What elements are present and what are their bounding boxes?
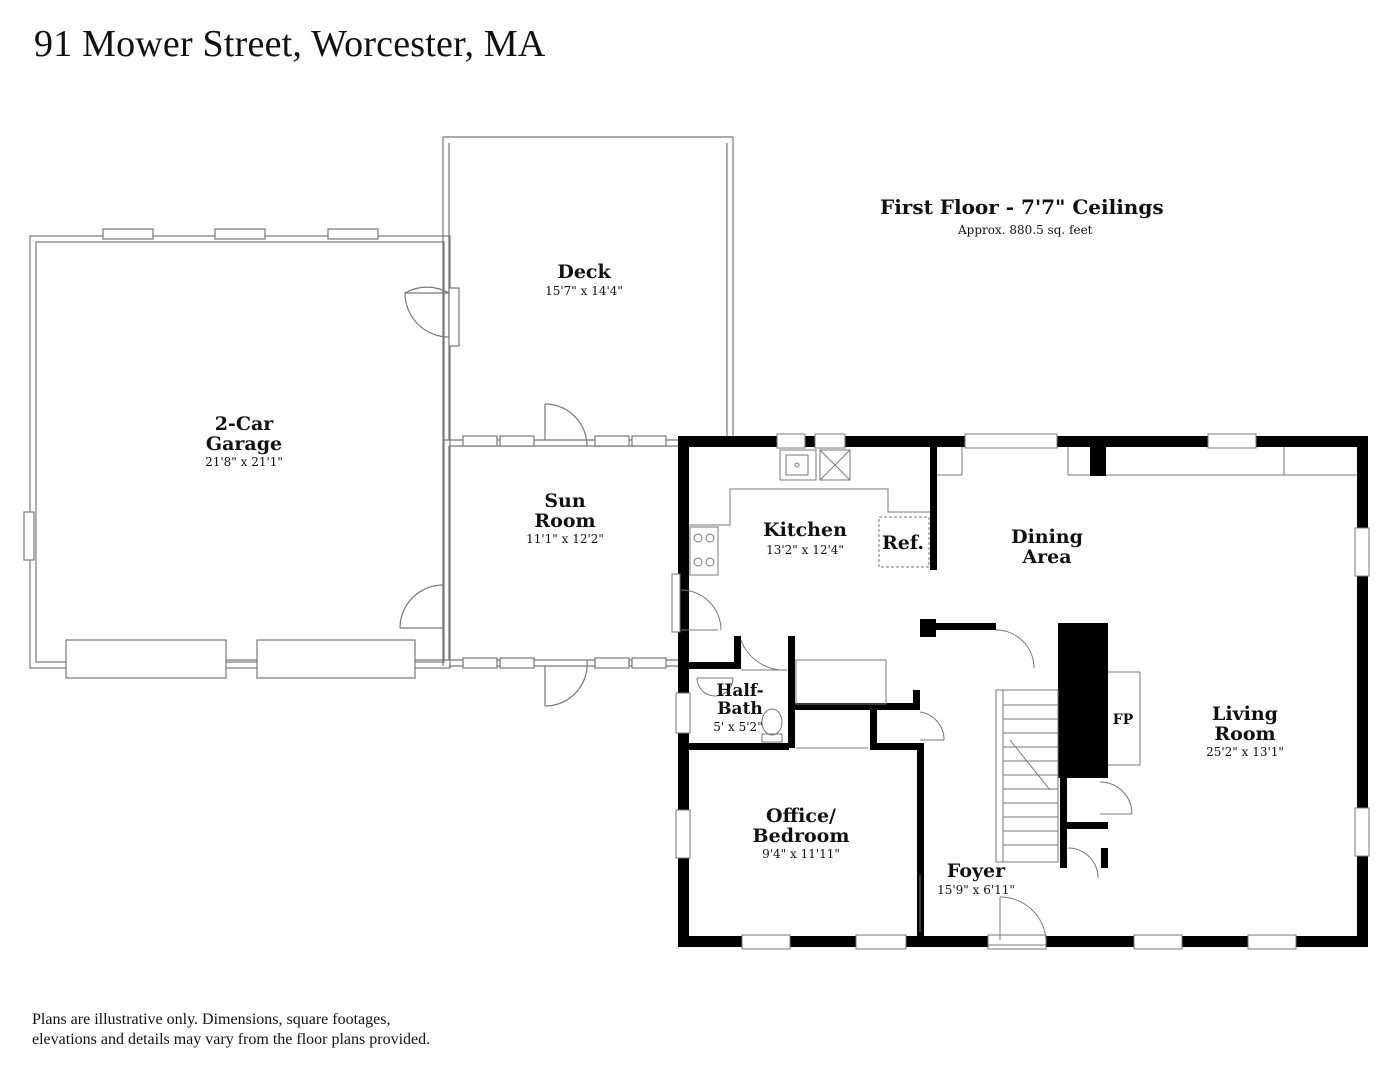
living-room-dims: 25'2" x 13'1" [1206,745,1284,759]
garage-label: 2-Car Garage [205,413,283,455]
disclaimer: Plans are illustrative only. Dimensions,… [32,1011,431,1048]
house-windows [675,433,1370,950]
half-bath-label: Half- Bath [716,681,764,719]
sun-room-label: Sun Room [534,490,596,532]
office-dims: 9'4" x 11'11" [762,847,840,861]
foyer-label: Foyer [946,860,1006,882]
kitchen-label: Kitchen [763,519,847,541]
garage-outline [23,228,451,679]
sun-room-outline [399,403,680,707]
kitchen-dims: 13'2" x 12'4" [766,543,844,557]
deck-outline [404,136,734,440]
sun-room-dims: 11'1" x 12'2" [526,532,604,546]
garage-dims: 21'8" x 21'1" [205,455,283,469]
floor-title: First Floor - 7'7" Ceilings [880,195,1164,219]
page-title: 91 Mower Street, Worcester, MA [34,23,546,65]
refrigerator-label: Ref. [882,532,924,554]
kitchen-fixtures [671,447,1357,946]
foyer-dims: 15'9" x 6'11" [937,883,1015,897]
deck-dims: 15'7" x 14'4" [545,284,623,298]
deck-label: Deck [557,261,611,283]
living-room-label: Living Room [1212,703,1278,745]
dining-label: Dining Area [1011,526,1083,568]
fireplace-label: FP [1112,712,1134,728]
half-bath-dims: 5' x 5'2" [713,720,763,734]
floor-area: Approx. 880.5 sq. feet [958,223,1093,237]
office-label: Office/ Bedroom [752,805,850,847]
house-walls [678,436,1368,947]
